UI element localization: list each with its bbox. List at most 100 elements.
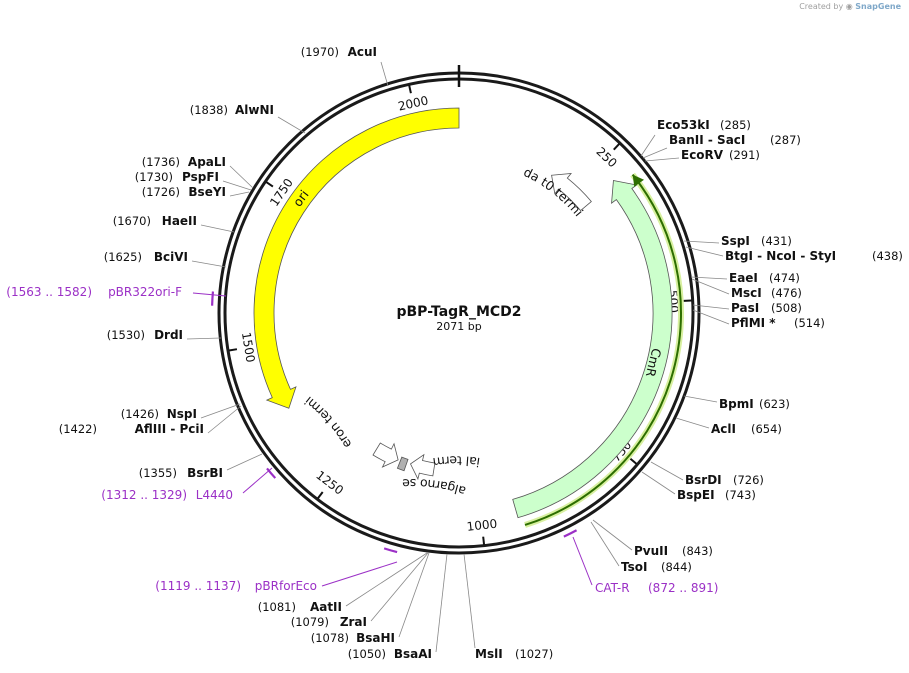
primer-name-pbr322ori-f[interactable]: pBR322ori-F [108, 285, 182, 299]
site-name-ecorv[interactable]: EcoRV [681, 148, 724, 162]
site-name-btgi-ncoi-styi[interactable]: BtgI - NcoI - StyI [725, 249, 836, 263]
cmr-highlight-line [524, 174, 682, 526]
site-position: (623) [759, 397, 790, 411]
site-name-apali[interactable]: ApaLI [188, 155, 226, 169]
site-name-zrai[interactable]: ZraI [340, 615, 367, 629]
site-leader-haeii [200, 224, 235, 233]
site-position: (1970) [301, 45, 339, 59]
site-leader-bsrdi [650, 461, 684, 481]
site-position: (476) [771, 286, 802, 300]
site-name-aatii[interactable]: AatII [310, 600, 342, 614]
site-name-pspfi[interactable]: PspFI [182, 170, 219, 184]
site-name-eco53ki[interactable]: Eco53kI [657, 118, 710, 132]
site-name-nspi[interactable]: NspI [167, 407, 197, 421]
site-position: (1736) [142, 155, 180, 169]
site-leader-ecorv [644, 157, 680, 162]
site-leader-sspi [683, 240, 720, 244]
primer-range: (872 .. 891) [648, 581, 718, 595]
site-position: (431) [761, 234, 792, 248]
primer-bar-l4440[interactable] [266, 467, 277, 479]
site-leader-msli [463, 553, 476, 649]
primer-bar-cat-r[interactable] [563, 529, 578, 538]
site-name-bspei[interactable]: BspEI [677, 488, 715, 502]
site-name-pvuii[interactable]: PvuII [634, 544, 668, 558]
site-leader-acli [675, 417, 710, 429]
site-leader-bseyi [229, 191, 250, 197]
feature-his-operon-terminator[interactable] [372, 442, 399, 468]
primer-range: (1563 .. 1582) [6, 285, 92, 299]
site-position: (726) [733, 473, 764, 487]
site-name-pasi[interactable]: PasI [731, 301, 759, 315]
site-name-acli[interactable]: AclI [711, 422, 736, 436]
tick-label: 1250 [313, 468, 346, 498]
site-name-tsoi[interactable]: TsoI [621, 560, 647, 574]
site-name-bcivi[interactable]: BciVI [154, 250, 188, 264]
site-leader-pasi [692, 304, 730, 310]
feature-ori[interactable] [253, 107, 460, 409]
site-leader-aatii [345, 552, 428, 607]
site-name-bsrdi[interactable]: BsrDI [685, 473, 722, 487]
site-name-bpmi[interactable]: BpmI [719, 397, 754, 411]
site-leader-zrai [370, 552, 429, 622]
site-position: (285) [720, 118, 751, 132]
site-position: (508) [771, 301, 802, 315]
site-position: (1422) [59, 422, 97, 436]
site-name-drdi[interactable]: DrdI [154, 328, 183, 342]
site-name-pflmi[interactable]: PflMI * [731, 316, 776, 330]
site-name-acui[interactable]: AcuI [348, 45, 377, 59]
site-leader-afliii-pcii [207, 405, 242, 434]
primer-bar-pbrforeco[interactable] [383, 547, 398, 554]
tick-label: 2000 [397, 93, 430, 113]
site-name-msli[interactable]: MslI [475, 647, 503, 661]
site-position: (1426) [121, 407, 159, 421]
feature-cmr[interactable] [512, 180, 673, 519]
plasmid-size: 2071 bp [436, 320, 481, 333]
site-leader-pvuii [592, 519, 633, 551]
site-name-msci[interactable]: MscI [731, 286, 762, 300]
site-leader-bpmi [683, 395, 718, 403]
site-position: (1838) [190, 103, 228, 117]
credit-prefix: Created by [799, 2, 844, 11]
site-name-bsrbi[interactable]: BsrBI [187, 466, 223, 480]
site-leader-acui [380, 61, 389, 87]
site-name-eaei[interactable]: EaeI [729, 271, 758, 285]
site-position: (514) [794, 316, 825, 330]
primer-name-l4440[interactable]: L4440 [196, 488, 233, 502]
site-position: (1079) [291, 615, 329, 629]
tick-mark [482, 536, 486, 545]
site-leader-bsaai [435, 553, 448, 653]
site-position: (438) [872, 249, 903, 263]
site-position: (1081) [258, 600, 296, 614]
site-position: (291) [729, 148, 760, 162]
site-leader-bsahi [398, 552, 430, 638]
site-name-alwni[interactable]: AlwNI [235, 103, 274, 117]
tick-label: 1000 [466, 517, 498, 534]
tick-mark [629, 457, 638, 465]
feature-shine-dalgarno-sequence[interactable] [396, 456, 409, 472]
site-position: (1625) [104, 250, 142, 264]
primer-bar-pbr322ori-f[interactable] [211, 291, 215, 306]
site-name-banii-saci[interactable]: BanII - SacI [669, 133, 745, 147]
site-name-bseyi[interactable]: BseYI [188, 185, 226, 199]
site-leader-pflmi [692, 309, 730, 325]
site-position: (287) [770, 133, 801, 147]
primer-name-pbrforeco[interactable]: pBRforEco [255, 579, 317, 593]
feature-lambda-t0-terminator[interactable] [551, 172, 592, 212]
site-name-bsaai[interactable]: BsaAI [394, 647, 432, 661]
site-leader-nspi [200, 403, 241, 419]
site-name-sspi[interactable]: SspI [721, 234, 750, 248]
site-position: (1530) [107, 328, 145, 342]
site-name-bsahi[interactable]: BsaHI [356, 631, 395, 645]
site-leader-bcivi [191, 260, 227, 268]
site-position: (474) [769, 271, 800, 285]
feature-bacterial-terminator[interactable] [409, 453, 436, 481]
cmr-highlight-arrowhead [632, 174, 645, 187]
site-position: (1730) [135, 170, 173, 184]
site-name-haeii[interactable]: HaeII [162, 214, 197, 228]
plasmid-name: pBP-TagR_MCD2 [396, 304, 521, 320]
site-position: (1355) [139, 466, 177, 480]
primer-name-cat-r[interactable]: CAT-R [595, 581, 630, 595]
site-leader-banii-saci [642, 147, 668, 159]
site-name-afliii-pcii[interactable]: AflIII - PciI [135, 422, 204, 436]
